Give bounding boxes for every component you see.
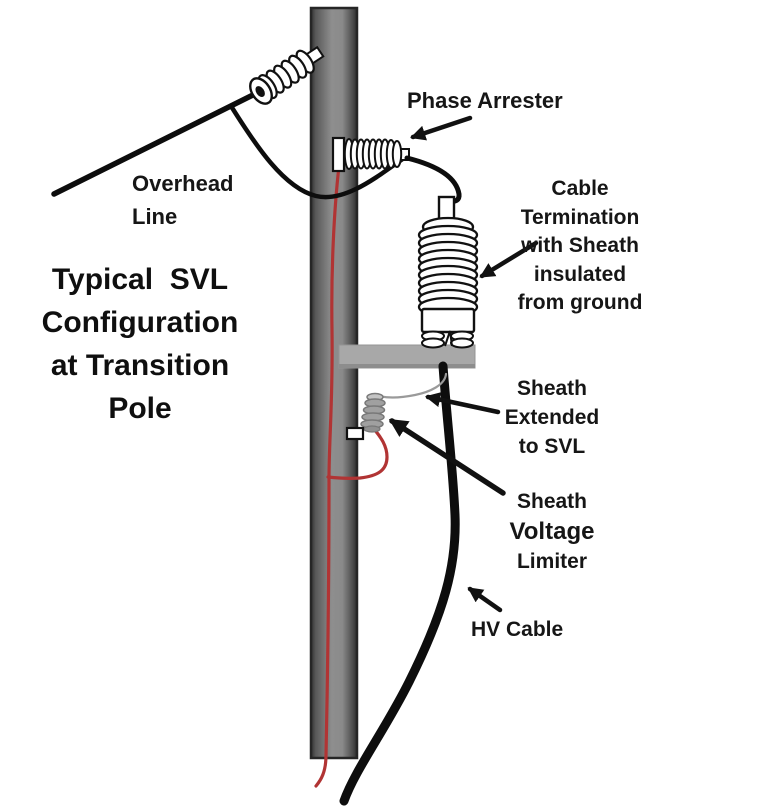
hv-cable-label: HV Cable xyxy=(471,618,564,641)
sheath-extended-arrow xyxy=(425,392,501,415)
phase-arrester-arrow xyxy=(410,115,473,141)
title-line: Configuration xyxy=(41,306,239,339)
jumper-wire xyxy=(228,103,407,200)
title-line: at Transition xyxy=(50,349,230,382)
title-line: Pole xyxy=(108,392,172,425)
sheath-extended-label: Sheath Extended to SVL xyxy=(504,377,600,458)
phase-arrester-icon xyxy=(331,136,410,173)
pole-clamp-icon xyxy=(345,426,365,441)
sheath-wire xyxy=(377,372,448,399)
utility-pole xyxy=(309,6,359,760)
arrester-to-termination-wire xyxy=(404,155,462,204)
svl-icon xyxy=(360,392,386,433)
phase-arrester-label: Phase Arrester xyxy=(407,88,563,113)
dead-end-insulator-icon xyxy=(249,45,325,105)
hv-cable xyxy=(339,361,460,806)
hv-cable-arrow xyxy=(467,586,503,613)
cable-termination-label: Cable Termination with Sheath insulated … xyxy=(517,177,643,314)
mounting-bracket xyxy=(338,344,476,369)
title-line: Typical SVL xyxy=(51,263,229,296)
cable-termination-icon xyxy=(417,195,479,349)
svl-arrow xyxy=(388,418,506,496)
overhead-line xyxy=(51,88,264,197)
cable-termination-arrow xyxy=(479,240,539,279)
annotation-arrows xyxy=(388,115,539,613)
diagram-title: Typical SVL Configuration at Transition … xyxy=(30,258,250,430)
overhead-line-label: Overhead Line xyxy=(132,171,234,229)
sheath-voltage-limiter-label: Sheath Voltage Limiter xyxy=(509,490,595,573)
ground-wire-red xyxy=(314,164,389,788)
